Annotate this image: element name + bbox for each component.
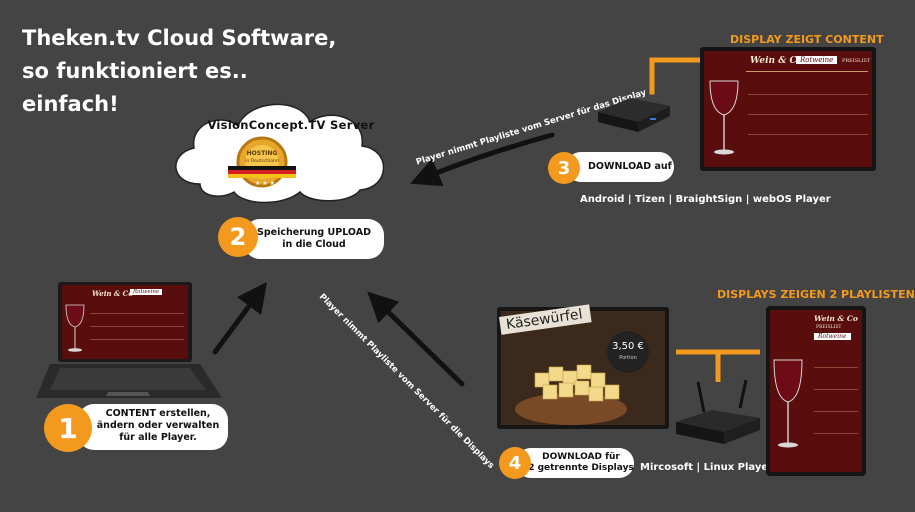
menu-category-portrait: Rotweine: [814, 333, 851, 340]
step-2-line-1: Speicherung UPLOAD: [257, 227, 371, 238]
connector-bottom: [676, 349, 760, 382]
menu-row: [748, 135, 868, 155]
menu-row: [814, 412, 858, 434]
menu-category: Rotweine: [796, 56, 838, 64]
step-2-badge: 2: [218, 217, 258, 257]
wine-menu-laptop: Wein & Co Rotweine: [62, 285, 188, 359]
menu-brand-portrait: Wein & Co: [814, 314, 858, 323]
step-4-badge: 4: [499, 447, 531, 479]
menu-brand-laptop: Wein & Co: [92, 289, 133, 298]
router-icon: [676, 379, 760, 444]
menu-preislist: PREISLIST: [842, 58, 871, 64]
wine-menu-display-top: Wein & Co Rotweine PREISLIST: [704, 51, 872, 167]
menu-preislist-portrait: PREISLIST: [816, 325, 842, 330]
menu-row: [748, 95, 868, 115]
cheese-price: 3,50 €: [612, 341, 644, 352]
badge-top-text: HOSTING: [246, 150, 278, 157]
headline-line-2: so funktioniert es..: [22, 59, 248, 83]
cheese-unit: Portion: [619, 355, 637, 361]
menu-rows: [748, 75, 868, 161]
display-content-title: DISPLAY ZEIGT CONTENT: [730, 33, 884, 46]
hosting-badge: ★ ★ ★ HOSTING in Deutschland: [228, 136, 296, 192]
menu-row: [90, 340, 184, 353]
wine-glass-icon: [773, 359, 803, 448]
server-label: VisionConcept.TV Server: [207, 118, 375, 132]
menu-row: [90, 301, 184, 314]
step-4-line-1: DOWNLOAD für: [542, 452, 620, 462]
menu-rows-portrait: [814, 346, 858, 466]
badge-icon: ★ ★ ★: [228, 136, 296, 188]
menu-row: [814, 346, 858, 368]
arrow-cloud-to-player-bottom: [367, 291, 465, 387]
displays-two-title: DISPLAYS ZEIGEN 2 PLAYLISTEN: [717, 288, 915, 301]
menu-row: [748, 115, 868, 135]
headline: Theken.tv Cloud Software, so funktionier…: [22, 22, 337, 121]
headline-line-3: einfach!: [22, 92, 119, 116]
cheese-display: Käsewürfel 3,50 € Portion: [499, 304, 665, 425]
menu-category-laptop: Rotweine: [130, 289, 163, 295]
menu-row: [748, 75, 868, 95]
media-player-box-icon: [598, 98, 670, 132]
platforms-bottom: Mircosoft | Linux Player: [640, 462, 774, 473]
cheese-image: [515, 364, 627, 425]
wine-menu-display-portrait: Wein & Co PREISLIST Rotweine: [770, 310, 862, 472]
step-2-label: Speicherung UPLOAD in die Cloud: [244, 219, 384, 259]
arrow-laptop-to-cloud: [212, 281, 267, 355]
step-4-label: DOWNLOAD für 2 getrennte Displays: [516, 448, 634, 478]
menu-row: [814, 434, 858, 456]
step-4-line-2: 2 getrennte Displays: [528, 463, 634, 473]
menu-rows-laptop: [90, 301, 184, 355]
menu-row: [90, 327, 184, 340]
step-3-badge: 3: [548, 152, 580, 184]
svg-text:★ ★ ★: ★ ★ ★: [255, 180, 275, 187]
headline-line-1: Theken.tv Cloud Software,: [22, 26, 337, 50]
step-2-line-2: in die Cloud: [282, 239, 346, 250]
wine-glass-icon: [709, 80, 739, 155]
menu-row: [814, 368, 858, 390]
menu-row: [90, 314, 184, 327]
wine-glass-icon: [65, 304, 85, 352]
platforms-top: Android | Tizen | BraightSign | webOS Pl…: [580, 194, 831, 205]
price-circle: [607, 331, 649, 373]
step-3-label: DOWNLOAD auf: [566, 152, 674, 182]
step-1-badge: 1: [44, 404, 92, 452]
step-1-label: CONTENT erstellen, ändern oder verwalten…: [78, 404, 228, 450]
menu-row: [814, 390, 858, 412]
arrow-cloud-to-player-top: [410, 132, 555, 187]
menu-divider: [746, 71, 868, 72]
connector-top: [649, 57, 703, 95]
badge-bottom-text: in Deutschland: [245, 159, 279, 164]
menu-brand: Wein & Co: [750, 56, 803, 66]
